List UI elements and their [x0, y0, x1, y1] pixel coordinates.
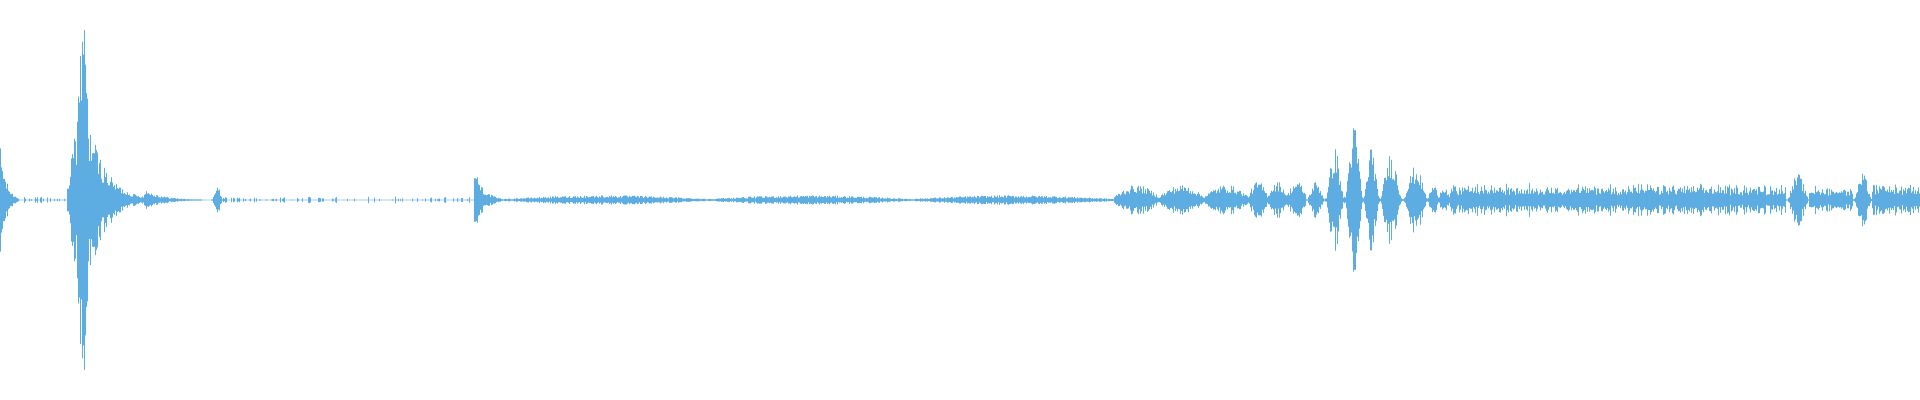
waveform-path	[0, 30, 1920, 370]
waveform-bars	[0, 30, 1920, 370]
